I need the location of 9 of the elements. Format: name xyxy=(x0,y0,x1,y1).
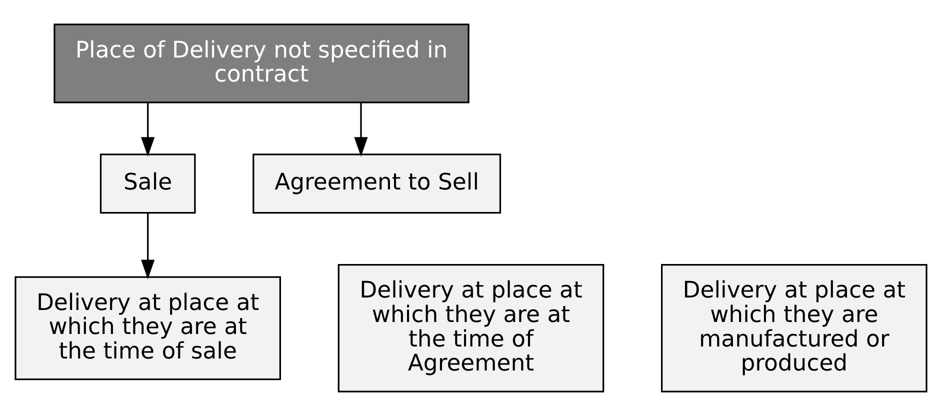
node-box: Agreement to Sell xyxy=(252,153,502,214)
arrow xyxy=(141,102,155,156)
node-box: Delivery at place at which they are manufactured or produced xyxy=(661,264,928,392)
node-box: Delivery at place at which they are at the time of Agreement xyxy=(338,264,604,392)
node-box: Delivery at place at which they are at the time of sale xyxy=(14,276,281,380)
node-box: Place of Delivery not specified in contract xyxy=(54,23,470,103)
node-box: Sale xyxy=(100,153,196,214)
arrow xyxy=(354,102,368,156)
arrow xyxy=(141,212,155,279)
